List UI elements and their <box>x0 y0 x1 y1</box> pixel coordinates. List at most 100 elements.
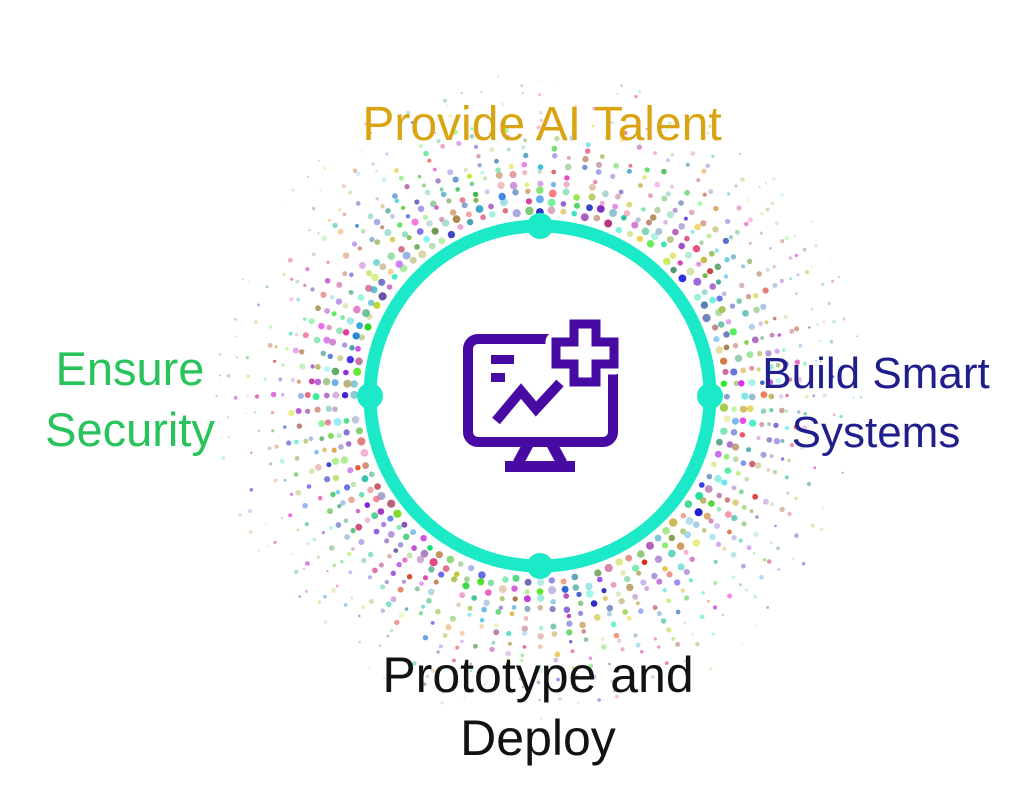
halo-dot <box>310 287 315 292</box>
halo-dot <box>302 502 308 509</box>
halo-dot <box>418 611 424 616</box>
halo-dot <box>323 620 328 625</box>
halo-dot <box>488 203 494 210</box>
halo-dot <box>638 183 643 188</box>
halo-dot <box>764 182 768 185</box>
halo-dot <box>296 297 301 302</box>
halo-dot <box>701 591 705 595</box>
halo-dot <box>426 220 433 227</box>
halo-dot <box>481 606 487 613</box>
halo-dot <box>378 644 382 647</box>
halo-dot <box>548 189 557 198</box>
halo-dot <box>472 191 479 198</box>
halo-dot <box>723 393 730 400</box>
halo-dot <box>765 267 770 272</box>
halo-dot <box>852 396 855 399</box>
halo-dot <box>226 374 231 378</box>
halo-dot <box>306 484 312 489</box>
halo-dot <box>265 522 267 525</box>
halo-dot <box>556 677 560 682</box>
halo-dot <box>571 573 579 581</box>
halo-dot <box>306 542 310 546</box>
halo-dot <box>359 150 362 153</box>
halo-dot <box>364 122 367 126</box>
halo-dot <box>829 260 831 262</box>
halo-dot <box>331 367 340 376</box>
halo-dot <box>520 84 524 88</box>
halo-dot <box>498 585 507 594</box>
halo-dot <box>734 184 738 188</box>
label-line: Security <box>45 403 215 456</box>
halo-dot <box>307 175 310 178</box>
halo-dot <box>734 354 743 363</box>
halo-dot <box>654 555 663 563</box>
halo-dot <box>438 237 446 245</box>
halo-dot <box>610 621 617 628</box>
halo-dot <box>290 277 294 281</box>
halo-dot <box>768 364 774 370</box>
halo-dot <box>487 665 492 670</box>
halo-dot <box>335 584 339 588</box>
halo-dot <box>730 551 737 558</box>
halo-dot <box>777 333 782 337</box>
halo-dot <box>362 309 370 318</box>
halo-dot <box>550 599 556 605</box>
halo-dot <box>626 583 634 592</box>
halo-dot <box>478 571 486 579</box>
halo-dot <box>394 619 400 626</box>
halo-dot <box>825 449 828 452</box>
halo-dot <box>574 674 579 679</box>
halo-dot <box>724 257 730 263</box>
halo-dot <box>708 500 715 507</box>
halo-dot <box>783 314 788 319</box>
halo-dot <box>801 425 808 431</box>
halo-dot <box>760 336 765 340</box>
halo-dot <box>741 521 747 527</box>
halo-dot <box>286 440 292 446</box>
halo-dot <box>387 531 395 538</box>
halo-dot <box>774 348 780 354</box>
halo-dot <box>714 450 722 458</box>
halo-dot <box>495 609 502 615</box>
halo-dot <box>695 642 700 647</box>
halo-dot <box>707 600 710 603</box>
halo-dot <box>310 364 315 369</box>
halo-dot <box>304 392 311 398</box>
halo-dot <box>594 614 601 621</box>
halo-dot <box>352 168 358 174</box>
halo-dot <box>622 609 628 615</box>
halo-dot <box>778 393 784 399</box>
halo-dot <box>328 526 333 530</box>
halo-dot <box>612 203 618 210</box>
halo-dot <box>760 212 764 216</box>
halo-dot <box>709 667 713 671</box>
halo-dot <box>375 169 378 173</box>
halo-dot <box>273 478 278 483</box>
halo-dot <box>784 409 789 413</box>
halo-dot <box>765 350 772 357</box>
halo-dot <box>330 491 336 498</box>
halo-dot <box>294 456 300 461</box>
halo-dot <box>729 328 737 336</box>
halo-dot <box>782 348 786 352</box>
halo-dot <box>746 405 754 412</box>
halo-dot <box>670 152 675 157</box>
halo-dot <box>296 423 303 429</box>
halo-dot <box>649 214 657 221</box>
halo-dot <box>467 605 473 611</box>
halo-dot <box>812 394 816 398</box>
halo-dot <box>723 274 729 279</box>
halo-dot <box>636 144 643 150</box>
halo-dot <box>308 436 314 442</box>
halo-dot <box>520 658 524 663</box>
halo-dot <box>446 104 449 107</box>
halo-dot <box>327 508 333 515</box>
halo-dot <box>436 139 441 144</box>
halo-dot <box>558 697 562 701</box>
halo-dot <box>707 268 714 275</box>
halo-dot <box>772 265 776 269</box>
halo-dot <box>590 600 598 607</box>
halo-dot <box>740 460 747 466</box>
halo-dot <box>803 412 807 416</box>
halo-dot <box>779 278 784 283</box>
